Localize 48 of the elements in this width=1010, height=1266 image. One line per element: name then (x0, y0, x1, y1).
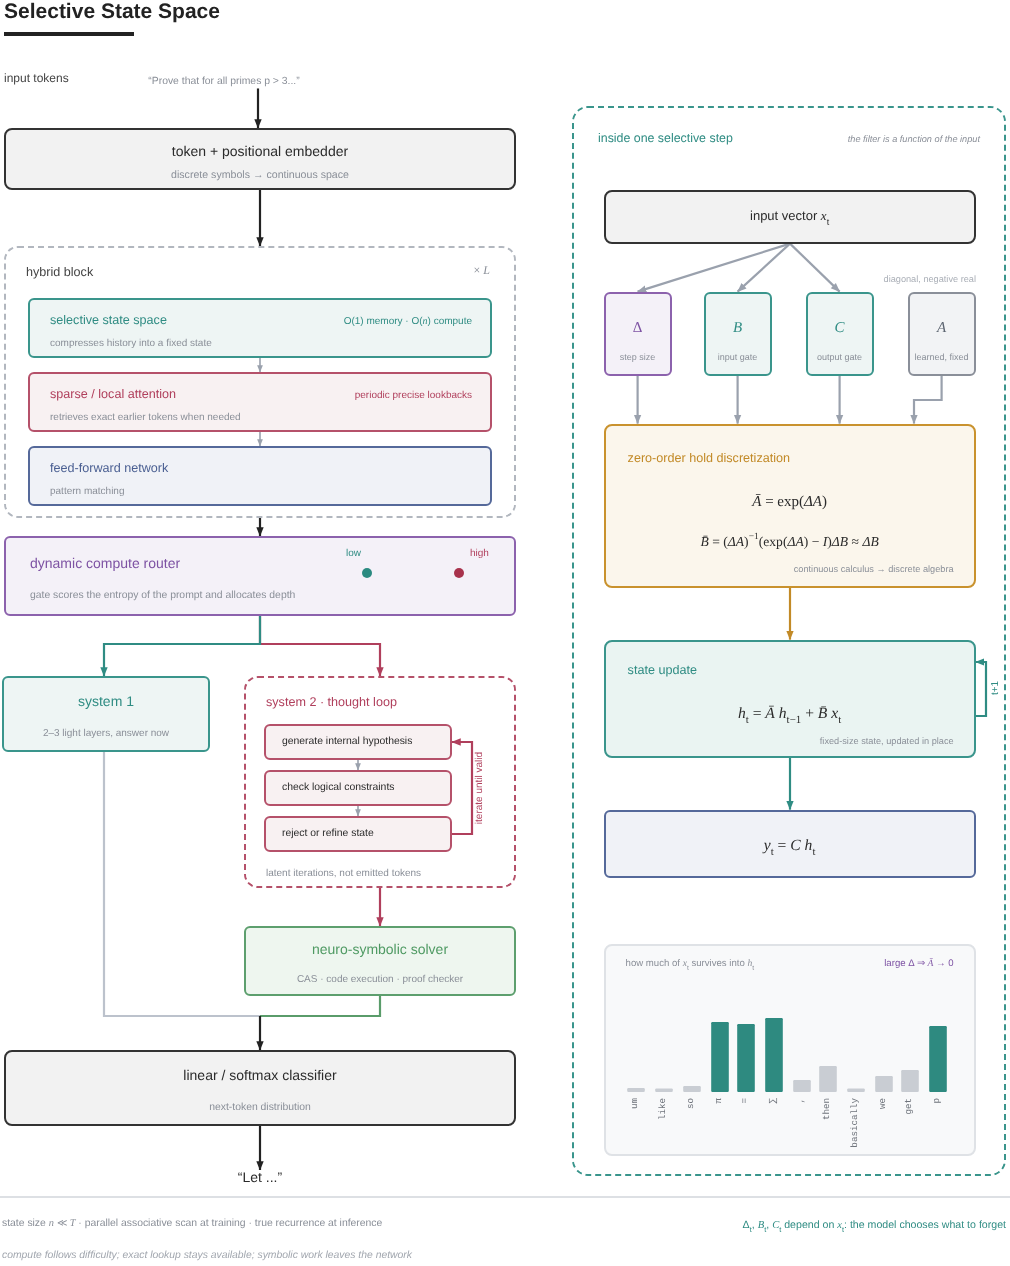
output-box (603, 809, 976, 878)
arrow (786, 587, 794, 641)
diagram-title: Selective State Space (4, 0, 220, 26)
arrow (256, 518, 264, 537)
arrow (789, 242, 841, 293)
arrow (355, 759, 361, 771)
loop-container (244, 676, 516, 888)
connector-line (260, 996, 382, 1018)
arrow (975, 658, 988, 718)
group-container (4, 246, 516, 518)
parameter-box (907, 291, 976, 376)
process-box (2, 676, 210, 752)
router-box (4, 536, 516, 616)
arrow (257, 431, 263, 447)
step-box (264, 770, 452, 806)
arrow (786, 757, 794, 811)
arrow (254, 88, 262, 129)
process-box (4, 1050, 516, 1126)
arrow (835, 375, 844, 425)
arrow (736, 242, 791, 293)
arrow (256, 1016, 264, 1051)
process-box (28, 446, 492, 506)
arrow (257, 357, 263, 373)
step-box (264, 816, 452, 852)
arrow (637, 242, 791, 293)
chart-panel (603, 943, 976, 1156)
arrow (633, 375, 642, 425)
arrow (256, 190, 264, 247)
parameter-box (703, 291, 772, 376)
state-box (603, 639, 976, 758)
arrow (256, 1126, 264, 1171)
process-box (28, 372, 492, 432)
process-box (4, 128, 516, 190)
connector-line (102, 752, 260, 1018)
arrow (733, 375, 742, 425)
arrow (100, 616, 262, 677)
input-box (603, 189, 976, 244)
process-box (244, 926, 516, 996)
parameter-box (805, 291, 874, 376)
process-box (603, 423, 976, 588)
parameter-box (603, 291, 672, 376)
arrow (376, 888, 384, 927)
step-box (264, 724, 452, 760)
arrow (910, 375, 943, 425)
arrow (355, 805, 361, 817)
panel-container (572, 106, 1006, 1176)
process-box (28, 298, 492, 358)
arrow (451, 738, 474, 836)
